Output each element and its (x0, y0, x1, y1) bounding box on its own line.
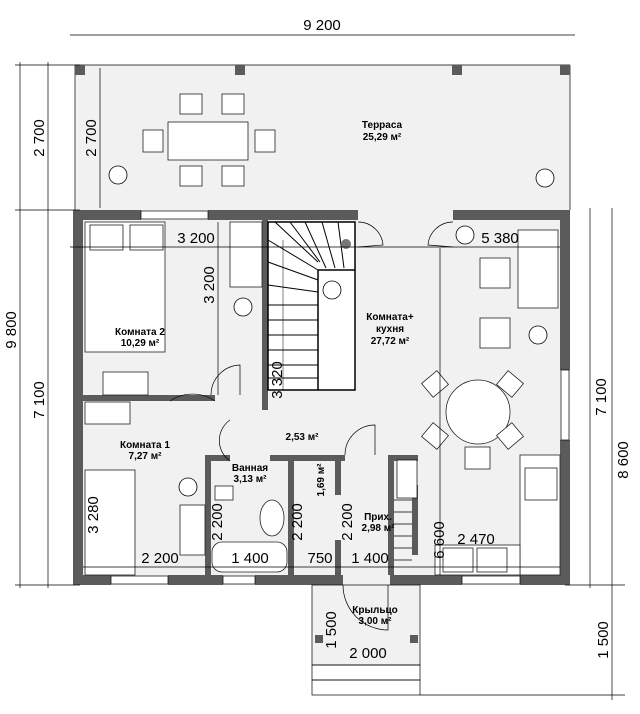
terrace-column (75, 65, 85, 75)
plant-icons (108, 165, 555, 497)
living-name: Комната+ (366, 312, 414, 323)
dim-left-total: 9 800 (3, 311, 20, 349)
bed (84, 221, 166, 353)
room1-area: 7,27 м² (129, 451, 163, 462)
dresser (84, 401, 131, 425)
dim-right-house: 7 100 (593, 378, 610, 416)
dim-room1-depth: 3 280 (85, 496, 102, 534)
room2-area: 10,29 м² (121, 338, 160, 349)
porch-floor (312, 585, 420, 665)
dim-living-width: 5 380 (481, 230, 519, 247)
stair-post (341, 239, 351, 249)
dim-entry-width: 1 400 (351, 550, 389, 567)
terrace-area: 25,29 м² (363, 132, 402, 143)
terrace-column (235, 65, 245, 75)
dim-entry-depth: 2 200 (339, 503, 356, 541)
toilet (259, 499, 285, 537)
dim-porch-width: 2 000 (349, 645, 387, 662)
dim-closet-depth: 2 200 (289, 503, 306, 541)
dim-top-total: 9 200 (303, 17, 341, 34)
sink (214, 485, 234, 501)
porch (311, 584, 421, 696)
entry-name: Прих. (364, 512, 392, 523)
dimension-lines (15, 34, 625, 700)
porch-area: 3,00 м² (359, 616, 393, 627)
terrace-name: Терраса (362, 120, 403, 131)
entry-steps (394, 459, 418, 561)
exterior-walls (73, 210, 570, 585)
interior-walls (83, 220, 418, 575)
hall-area: 2,53 м² (286, 432, 320, 443)
dim-right-porch: 1 500 (595, 621, 612, 659)
bed-single (84, 469, 136, 576)
dim-left-terrace: 2 700 (31, 119, 48, 157)
dresser (102, 371, 149, 396)
windows (110, 210, 570, 585)
desk (179, 504, 206, 556)
living-furniture (420, 229, 561, 576)
bathtub (211, 541, 288, 573)
terrace-column (560, 65, 570, 75)
dim-bath-width: 1 400 (231, 550, 269, 567)
dim-stair: 3 320 (269, 361, 286, 399)
dim-room2-width: 3 200 (177, 230, 215, 247)
entry-area: 2,98 м² (362, 523, 396, 534)
living-name2: кухня (376, 324, 404, 335)
dim-room1-width: 2 200 (141, 550, 179, 567)
dim-room2-depth: 3 200 (201, 266, 218, 304)
terrace-dining-set (142, 93, 276, 187)
porch-name: Крыльцо (352, 605, 398, 616)
dim-right-total: 8 600 (615, 441, 632, 479)
doors[interactable] (169, 221, 454, 631)
room1-name: Комната 1 (120, 440, 170, 451)
wardrobe (229, 221, 263, 288)
living-area: 27,72 м² (371, 336, 410, 347)
dim-kitchen-width: 2 470 (457, 531, 495, 548)
dim-porch-depth: 1 500 (323, 611, 340, 649)
dim-closet-width: 750 (307, 550, 332, 567)
dim-terrace-depth: 2 700 (83, 119, 100, 157)
dim-living-depth: 6 600 (431, 521, 448, 559)
staircase[interactable] (267, 221, 356, 391)
dim-left-house: 7 100 (31, 381, 48, 419)
bathroom-area: 3,13 м² (234, 474, 268, 485)
closet-area: 1,69 м² (316, 463, 327, 497)
dim-bath-depth: 2 200 (209, 503, 226, 541)
terrace-column (452, 65, 462, 75)
bathroom-name: Ванная (232, 463, 268, 474)
room2-name: Комната 2 (115, 327, 165, 338)
